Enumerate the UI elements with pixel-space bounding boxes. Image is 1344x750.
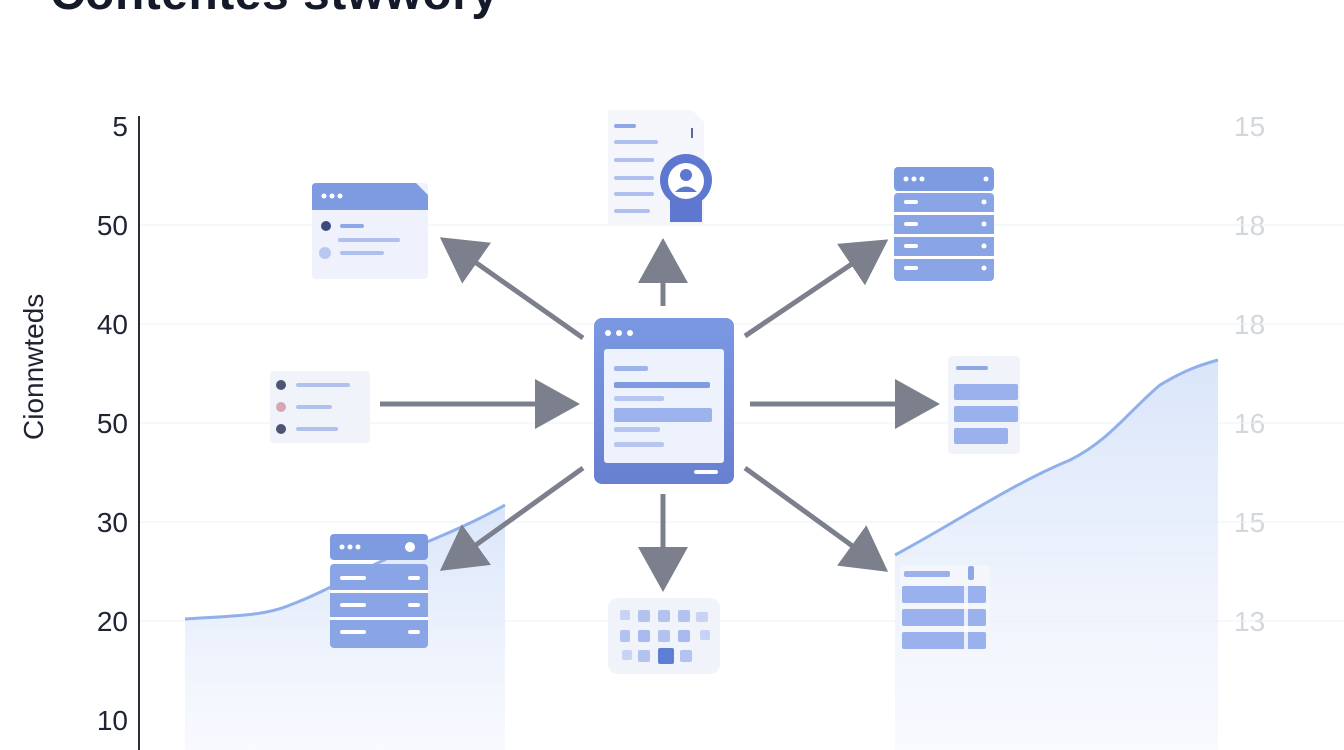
window-dot [627,330,633,336]
left-node [270,371,370,443]
left-tick: 50 [96,408,128,439]
arrow-to-bottom-left [439,465,585,571]
window-dot [616,330,622,336]
right-node [948,356,1020,454]
left-tick: 10 [96,705,128,736]
bottom-right-node [900,565,990,655]
left-tick: 50 [96,210,128,241]
arrow-to-bottom-right [743,465,889,572]
bottom-left-node [330,534,428,648]
arrow-to-top-left [439,237,585,341]
left-tick: 40 [96,309,128,340]
arrow-to-top-right [743,239,889,339]
page-title: Contentes stwwory [50,0,499,21]
left-tick: 20 [96,606,128,637]
right-tick: 15 [1234,111,1266,142]
bottom-node [608,598,720,674]
connector-arrows [380,237,940,592]
hub-node [594,318,734,484]
top-left-node [312,183,428,279]
y-axis-line [138,116,140,750]
window-dot [605,330,611,336]
left-tick: 5 [112,111,128,142]
top-right-node [894,167,994,281]
right-area-trend [894,358,1219,750]
top-node [608,110,712,226]
left-tick: 30 [96,507,128,538]
